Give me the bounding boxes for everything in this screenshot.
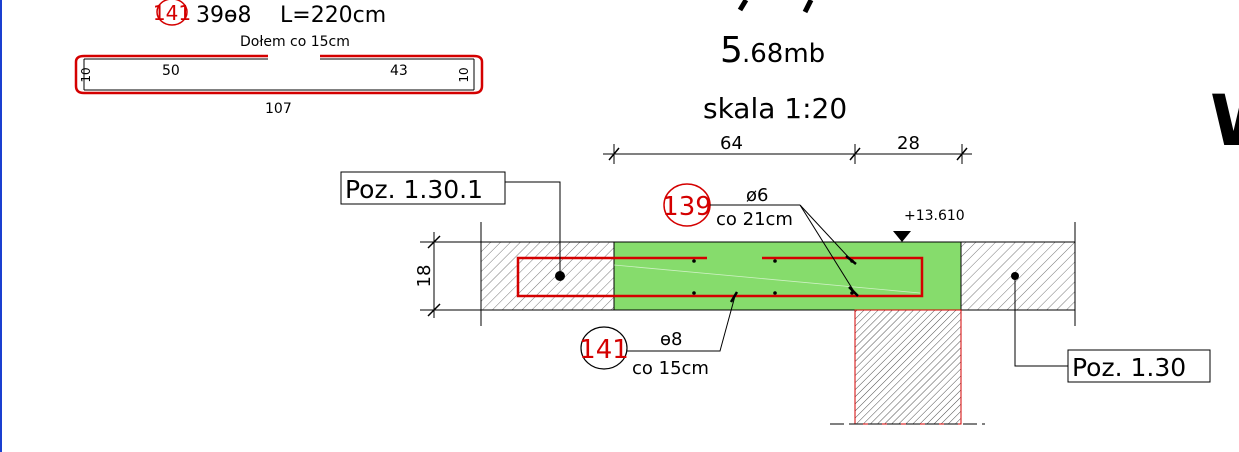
dim-total-length: 107 [265,101,292,117]
callout-arrow-top [845,255,857,265]
dim-slash-1 [608,147,620,161]
thickness-slash-bottom [427,303,441,317]
position-label-lower: Poz. 1.30 [1014,276,1211,383]
callout-leader-top [799,204,853,262]
rebar-mark-number: 141 [579,335,629,365]
rebar-141-shape [516,256,924,298]
thickness-dimension: 18 [414,232,481,318]
rebar-139-shape [613,264,921,294]
dim-slash-3 [956,147,968,161]
rebar-141-callout: 141 ɵ8 co 15cm [579,291,739,379]
existing-slab-left [480,241,615,311]
rebar-dot [692,291,696,295]
bar-shape-outline [74,54,484,95]
rebar-139-callout: 139 ø6 co 21cm [662,183,859,297]
partial-heading-letter: W [1210,80,1239,162]
thickness-slash-top [427,235,441,249]
bar-mark-number: 141 [153,1,191,25]
dim-right-length: 43 [390,63,408,79]
rebar-spacing: co 15cm [632,358,709,379]
title-block: 5 .68mb skala 1:20 W [703,0,1239,162]
thickness-value: 18 [414,265,435,288]
supporting-wall [854,309,962,425]
rebar-spacing: co 21cm [716,209,793,230]
leader-line [1014,276,1068,367]
bar-schedule-141: 141 39ɵ8 L=220cm Dołem co 15cm 10 50 43 … [74,0,484,117]
new-concrete-slab [613,241,962,311]
rebar-diameter: ø6 [746,185,768,206]
rebar-mark-circle [580,326,628,370]
length-value-minor: .68mb [742,39,825,69]
dim-left-hook: 10 [79,67,93,82]
bar-placement-note: Dołem co 15cm [240,34,350,50]
level-value: +13.610 [904,208,965,224]
leader-line [505,181,561,276]
dim-span-right: 28 [897,133,920,154]
position-label-upper: Poz. 1.30.1 [340,171,561,276]
dim-right-hook: 10 [457,67,471,82]
length-value-major: 5 [720,30,743,71]
callout-arrow [729,291,739,303]
bar-length: L=220cm [280,3,386,28]
dim-span-left: 64 [720,133,743,154]
dim-slash-2 [849,147,861,161]
top-dimension: 64 28 [603,133,972,164]
label-text: Poz. 1.30.1 [345,175,483,204]
callout-leader-bottom [799,204,856,294]
callout-arrow-bottom [848,286,859,297]
slab-section: +13.610 [480,208,1076,425]
title-fragment-1 [737,0,749,12]
label-text: Poz. 1.30 [1072,353,1186,382]
level-marker-icon [893,231,911,242]
dim-left-length: 50 [162,63,180,79]
callout-leader [627,295,736,352]
label-box [1067,349,1211,383]
rebar-dot [773,259,777,263]
rebar-dot [773,291,777,295]
rebar-diameter: ɵ8 [660,329,682,350]
scale-label: skala 1:20 [703,92,847,125]
label-box [340,171,506,205]
bar-mark-circle [156,0,188,26]
bar-count-diameter: 39ɵ8 [196,3,251,28]
rebar-mark-number: 139 [662,192,712,222]
title-fragment-2 [802,0,814,14]
rebar-dot [692,259,696,263]
